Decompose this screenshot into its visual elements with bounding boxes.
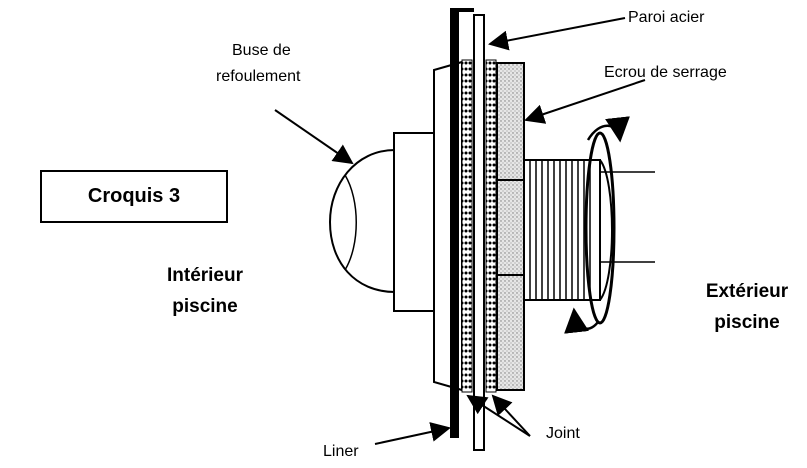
rotation-arrow-bottom [564,307,599,334]
leader-ecrou [524,79,646,124]
nut-middle [496,179,525,276]
croquis-label: Croquis 3 [87,185,181,207]
label-buse-line2: refoulement [216,68,301,85]
label-liner: Liner [323,443,359,460]
label-paroi-acier: Paroi acier [628,9,705,26]
label-ecrou-de-serrage: Ecrou de serrage [604,64,727,81]
label-exterieur-line1: Extérieur [705,281,789,302]
nut-top [496,62,525,181]
leader-paroi-acier [488,17,626,51]
label-buse-line1: Buse de [232,42,291,59]
nut-bottom [496,274,525,391]
leader-joint-2 [491,394,531,437]
joint-inner [461,59,473,393]
rotation-arrow-top [586,116,630,143]
label-exterieur-line2: piscine [714,312,780,333]
rotation-ellipse [584,131,616,325]
leader-buse [274,109,354,165]
steel-wall [473,14,485,451]
nozzle-eyeball-curve [344,174,357,271]
leader-liner [374,422,451,445]
joint-outer [485,59,497,393]
croquis-box: Croquis 3 [40,170,228,223]
nozzle-dome [328,148,396,294]
label-interieur-line1: Intérieur [166,265,244,286]
nozzle-body [393,132,435,312]
label-joint: Joint [546,425,580,442]
liner-strip [450,8,459,438]
label-interieur-line2: piscine [172,296,238,317]
